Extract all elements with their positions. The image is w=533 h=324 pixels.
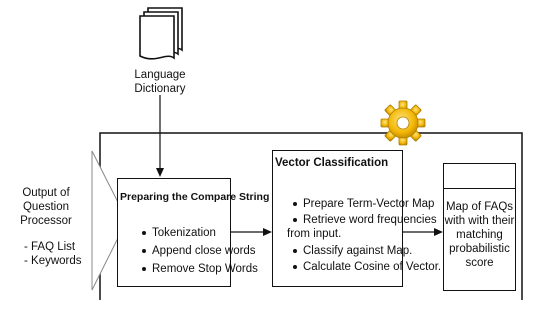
compare-bullet-append: Append close words xyxy=(142,244,258,258)
compare-bullet-stopwords: Remove Stop Words xyxy=(142,263,258,275)
dictionary-label-line2: Dictionary xyxy=(134,83,186,95)
output-box: Map of FAQs with with their matching pro… xyxy=(443,163,516,291)
input-title-line2: Question Processor xyxy=(20,201,72,227)
vector-bullet-frequencies: Retrieve word frequencies from input. xyxy=(287,213,441,241)
input-item-faq-list: - FAQ List xyxy=(24,241,76,253)
gear-icon xyxy=(380,100,426,146)
compare-string-box: Preparing the Compare String Tokenizatio… xyxy=(117,178,269,287)
vector-box-title: Vector Classification xyxy=(275,157,389,169)
dictionary-label: Language Dictionary xyxy=(120,68,200,96)
vector-bullet-cosine: Calculate Cosine of Vector. xyxy=(292,261,442,273)
output-text: Map of FAQs with with their matching pro… xyxy=(444,200,515,270)
input-title-line1: Output of xyxy=(22,187,70,199)
output-line-1: Map of FAQs xyxy=(445,201,514,213)
compare-box-title: Preparing the Compare String xyxy=(120,191,270,203)
compare-bullet-tokenization: Tokenization xyxy=(142,226,258,240)
vector-bullet-frequencies-line1: Retrieve word frequencies xyxy=(303,214,437,226)
compare-bullet-list: Tokenization Append close words Remove S… xyxy=(136,226,258,276)
dictionary-label-line1: Language xyxy=(134,69,186,81)
output-line-2: with with their xyxy=(444,215,515,227)
vector-bullet-classify: Classify against Map. xyxy=(292,244,441,258)
output-box-header xyxy=(444,164,515,189)
input-chevron xyxy=(91,150,128,291)
input-items: - FAQ List - Keywords xyxy=(24,240,82,268)
vector-bullet-term-map: Prepare Term-Vector Map xyxy=(292,197,441,211)
vector-classification-box: Vector Classification Prepare Term-Vecto… xyxy=(272,150,441,287)
vector-bullet-list: Prepare Term-Vector Map Retrieve word fr… xyxy=(287,197,441,274)
document-stack-icon xyxy=(139,7,183,60)
output-line-5: score xyxy=(465,257,494,269)
vector-bullet-frequencies-line2: from input. xyxy=(287,228,342,240)
input-source-title: Output of Question Processor xyxy=(0,186,92,228)
input-item-keywords: - Keywords xyxy=(24,255,82,267)
output-line-3: matching xyxy=(456,229,503,241)
output-line-4: probabilistic xyxy=(449,243,510,255)
